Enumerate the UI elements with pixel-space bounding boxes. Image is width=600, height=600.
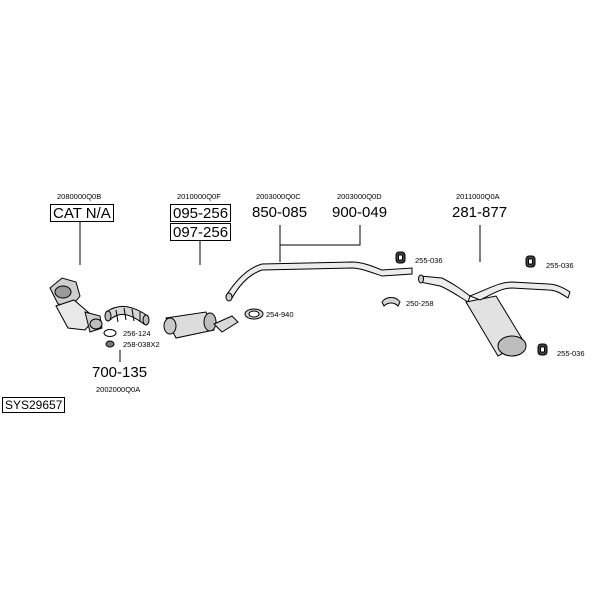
part-number-label[interactable]: 095-256 <box>170 204 232 222</box>
part-number-label[interactable]: CAT N/A <box>50 204 114 222</box>
fitting-label[interactable]: 255-036 <box>415 256 443 265</box>
fitting-label[interactable]: 254-940 <box>266 310 294 319</box>
hanger-icon[interactable] <box>395 251 406 264</box>
gasket-icon[interactable] <box>103 329 117 337</box>
catalytic-converter-part[interactable] <box>49 277 103 333</box>
part-ref-label: 2002000Q0A <box>96 385 141 394</box>
part-ref-label: 2003000Q0D <box>337 192 382 201</box>
part-number-label[interactable]: 850-085 <box>252 204 308 221</box>
part-ref-label: 2003000Q0C <box>256 192 301 201</box>
front-converter-part[interactable] <box>163 311 239 339</box>
flex-pipe-part[interactable] <box>104 306 150 326</box>
nut-icon[interactable] <box>105 340 115 348</box>
part-number-label[interactable]: 097-256 <box>170 223 232 241</box>
part-number-label[interactable]: 900-049 <box>332 204 388 221</box>
leader-lines <box>79 222 481 362</box>
clamp-icon[interactable] <box>381 297 401 307</box>
fitting-label[interactable]: 255-036 <box>546 261 574 270</box>
part-ref-label: 2010000Q0F <box>177 192 221 201</box>
clamp-icon[interactable] <box>244 308 264 320</box>
part-number-label[interactable]: 700-135 <box>92 364 148 381</box>
hanger-icon[interactable] <box>525 255 536 268</box>
system-code: SYS29657 <box>2 397 66 413</box>
part-ref-label: 2011000Q0A <box>456 192 500 201</box>
part-ref-label: 2080000Q0B <box>57 192 102 201</box>
rear-silencer-part[interactable] <box>418 274 571 357</box>
intermediate-pipe-part[interactable] <box>225 261 413 302</box>
fitting-label[interactable]: 255-036 <box>557 349 585 358</box>
fitting-label[interactable]: 258-038X2 <box>123 340 160 349</box>
fitting-label[interactable]: 256-124 <box>123 329 151 338</box>
fitting-label[interactable]: 250-258 <box>406 299 434 308</box>
part-number-label[interactable]: 281-877 <box>452 204 508 221</box>
hanger-icon[interactable] <box>537 343 548 356</box>
